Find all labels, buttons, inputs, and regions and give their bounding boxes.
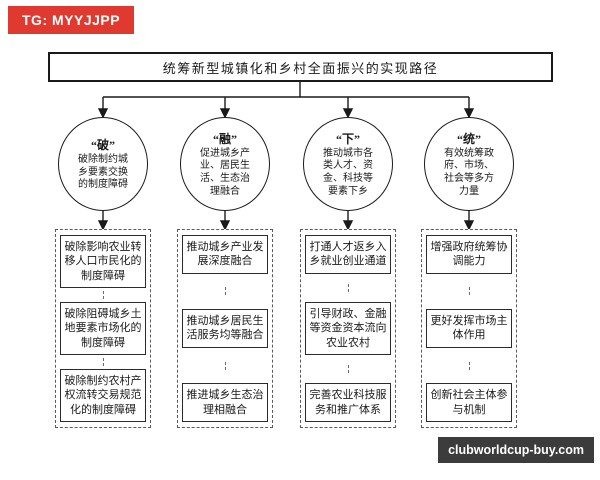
dashed-connector (224, 361, 226, 370)
branch-circle-xia: “下” 推动城市各类人才、资金、科技等要素下乡 (303, 117, 393, 211)
branch-desc: 有效统筹政府、市场、社会等多方力量 (444, 147, 494, 197)
measures-group-xia: 打通人才返乡入乡就业创业通道 引导财政、金融等资金资本流向农业农村 完善农业科技… (300, 229, 396, 428)
branch-desc: 推动城市各类人才、资金、科技等要素下乡 (323, 147, 373, 197)
dashed-connector (224, 287, 226, 296)
branch-column-xia: “下” 推动城市各类人才、资金、科技等要素下乡 打通人才返乡入乡就业创业通道 引… (300, 117, 396, 428)
branch-desc: 促进城乡产业、居民生活、生态治理融合 (200, 147, 250, 197)
branch-desc: 破除制约城乡要素交换的制度障碍 (78, 153, 128, 191)
watermark-badge-bottom: clubworldcup-buy.com (438, 437, 594, 463)
dashed-connector (347, 283, 349, 292)
branch-keyword: “破” (90, 137, 115, 152)
dashed-connector (102, 290, 104, 299)
measure-box: 创新社会主体参与机制 (426, 383, 512, 422)
branch-column-po: “破” 破除制约城乡要素交换的制度障碍 破除影响农业转移人口市民化的制度障碍 破… (55, 117, 151, 428)
diagram-title: 统筹新型城镇化和乡村全面振兴的实现路径 (48, 52, 553, 82)
measure-box: 推动城乡居民生活服务均等融合 (182, 309, 268, 348)
dashed-connector (347, 365, 349, 374)
measure-box: 破除制约农村产权流转交易规范化的制度障碍 (60, 369, 146, 422)
measures-group-po: 破除影响农业转移人口市民化的制度障碍 破除阻碍城乡土地要素市场化的制度障碍 破除… (55, 229, 151, 428)
dashed-connector (468, 287, 470, 296)
measure-box: 破除阻碍城乡土地要素市场化的制度障碍 (60, 302, 146, 355)
branch-circle-tong: “统” 有效统筹政府、市场、社会等多方力量 (424, 117, 514, 211)
branch-circle-rong: “融” 促进城乡产业、居民生活、生态治理融合 (180, 117, 270, 211)
measure-box: 完善农业科技服务和推广体系 (305, 383, 391, 422)
branch-circle-po: “破” 破除制约城乡要素交换的制度障碍 (58, 117, 148, 211)
measure-box: 更好发挥市场主体作用 (426, 309, 512, 348)
measures-group-rong: 推动城乡产业发展深度融合 推动城乡居民生活服务均等融合 推进城乡生态治理相融合 (177, 229, 273, 428)
measure-box: 打通人才返乡入乡就业创业通道 (305, 235, 391, 274)
measure-box: 增强政府统筹协调能力 (426, 235, 512, 274)
dashed-connector (102, 358, 104, 367)
branch-keyword: “统” (456, 131, 481, 146)
watermark-badge-top: TG: MYYJJPP (8, 6, 135, 34)
measure-box: 引导财政、金融等资金资本流向农业农村 (305, 302, 391, 355)
measure-box: 破除影响农业转移人口市民化的制度障碍 (60, 235, 146, 288)
measure-box: 推动城乡产业发展深度融合 (182, 235, 268, 274)
measures-group-tong: 增强政府统筹协调能力 更好发挥市场主体作用 创新社会主体参与机制 (421, 229, 517, 428)
branch-keyword: “下” (335, 131, 360, 146)
branch-column-rong: “融” 促进城乡产业、居民生活、生态治理融合 推动城乡产业发展深度融合 推动城乡… (177, 117, 273, 428)
branch-column-tong: “统” 有效统筹政府、市场、社会等多方力量 增强政府统筹协调能力 更好发挥市场主… (421, 117, 517, 428)
branch-keyword: “融” (212, 131, 237, 146)
dashed-connector (468, 361, 470, 370)
measure-box: 推进城乡生态治理相融合 (182, 383, 268, 422)
